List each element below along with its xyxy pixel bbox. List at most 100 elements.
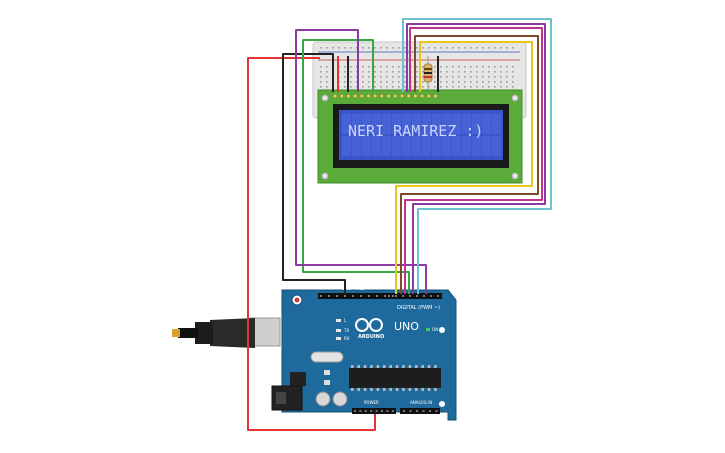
bb-rail-hole (404, 47, 406, 49)
arduino-logo (355, 318, 383, 332)
lcd-cell (462, 114, 471, 134)
lcd-pin (420, 93, 425, 99)
bb-hole (458, 71, 460, 73)
bb-hole (374, 71, 376, 73)
wire-purple-1 (295, 29, 427, 294)
wire-red-5v (247, 57, 376, 431)
resistor (423, 56, 433, 92)
bb-hole (326, 76, 328, 78)
lcd-cell (452, 136, 461, 156)
header-pin (429, 410, 431, 412)
lcd-cell (492, 114, 501, 134)
bb-rail-hole (356, 47, 358, 49)
lcd-cell (472, 114, 481, 134)
bb-hole (506, 71, 508, 73)
lcd-cell (412, 114, 421, 134)
bb-hole (458, 76, 460, 78)
bb-hole (476, 76, 478, 78)
bb-hole (476, 71, 478, 73)
header-pin (344, 295, 346, 297)
bb-rail-hole (506, 47, 508, 49)
lcd-character-cells (342, 114, 501, 156)
lcd-cell (392, 114, 401, 134)
wires (247, 18, 552, 431)
lcd-cell (442, 136, 451, 156)
bb-hole (506, 81, 508, 83)
bb-hole (368, 86, 370, 88)
bb-rail-hole (488, 47, 490, 49)
chip-leg (421, 365, 424, 368)
lcd-cell (372, 114, 381, 134)
l-label: L (344, 318, 347, 323)
chip-legs (351, 365, 437, 391)
bb-hole (440, 71, 442, 73)
bb-rail-hole (344, 47, 346, 49)
bb-hole (422, 76, 424, 78)
chip-leg (351, 365, 354, 368)
header-pin (416, 295, 418, 297)
bb-hole (350, 86, 352, 88)
bb-hole (434, 81, 436, 83)
lcd-cell (372, 136, 381, 156)
arduino-brand: ARDUINO (358, 334, 384, 340)
bb-rail-hole (500, 47, 502, 49)
chip-leg (376, 388, 380, 391)
bb-rail-hole (482, 47, 484, 49)
bb-hole (356, 71, 358, 73)
digital-label: DIGITAL (PWM ~) (397, 305, 440, 311)
bb-hole (476, 86, 478, 88)
lcd-cell (342, 136, 351, 156)
lcd-cell (342, 114, 351, 134)
bb-hole (392, 81, 394, 83)
bb-hole (320, 81, 322, 83)
bb-hole (356, 76, 358, 78)
bb-hole (494, 66, 496, 68)
chip-leg (421, 388, 424, 391)
bb-hole (482, 81, 484, 83)
arduino-board: AREF GND DIGITAL (PWM ~) L TX RX ARDUINO… (271, 286, 457, 421)
bb-hole (434, 71, 436, 73)
bb-hole (464, 71, 466, 73)
bb-hole (326, 71, 328, 73)
bb-hole (452, 66, 454, 68)
bb-hole (416, 66, 418, 68)
header-pin (336, 295, 338, 297)
lcd-cell (422, 136, 431, 156)
header-pin (368, 295, 370, 297)
bb-hole (386, 71, 388, 73)
chip-leg (383, 388, 386, 391)
usb-cable-tip (172, 329, 180, 337)
chip-leg (357, 365, 360, 368)
header-pins (320, 295, 439, 412)
bb-rail-hole (434, 47, 436, 49)
wire-purple-2 (406, 23, 546, 294)
wire-cyan (402, 18, 552, 294)
bb-hole (374, 86, 376, 88)
bb-hole (428, 86, 430, 88)
header-pin (354, 410, 356, 412)
bb-rail-hole (326, 47, 328, 49)
lcd-pin (359, 93, 364, 99)
wire-black-gnd (282, 53, 346, 294)
usb-cable (172, 317, 281, 348)
bb-hole (464, 66, 466, 68)
chip-leg (395, 388, 399, 391)
header-analog (400, 408, 440, 414)
bb-hole (500, 81, 502, 83)
bb-hole (380, 76, 382, 78)
bb-hole (380, 81, 382, 83)
bb-hole (500, 71, 502, 73)
bb-hole (452, 76, 454, 78)
header-pin (402, 295, 404, 297)
lcd-cell (392, 136, 401, 156)
header-pin (388, 295, 390, 297)
bb-rail-hole (416, 47, 418, 49)
bb-hole (386, 66, 388, 68)
lcd-pin (373, 93, 378, 99)
bb-rail-hole (332, 47, 334, 49)
header-pin (437, 295, 439, 297)
bb-hole (392, 71, 394, 73)
bb-hole (440, 81, 442, 83)
bb-hole (320, 86, 322, 88)
